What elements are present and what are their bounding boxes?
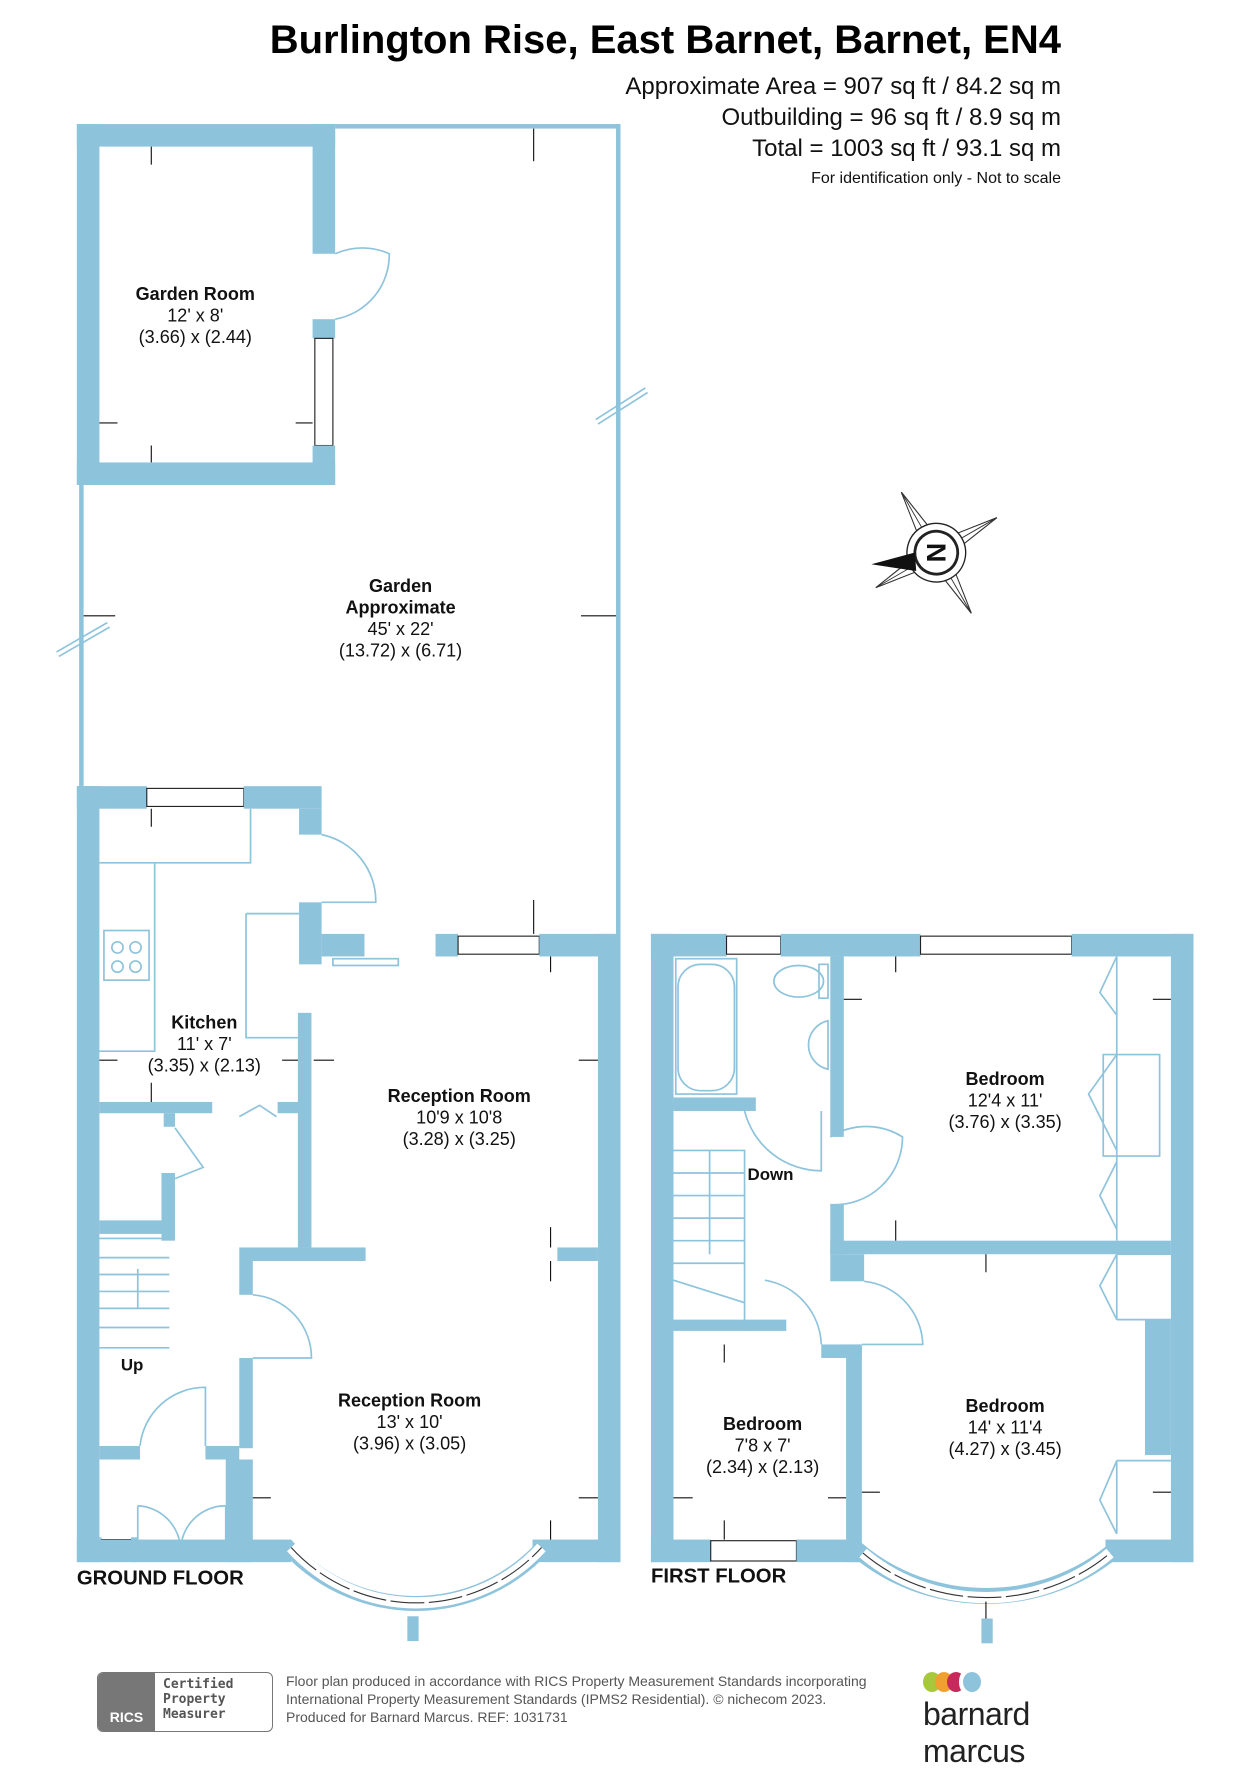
rics-certified-badge: RICS Certified Property Measurer (97, 1672, 273, 1732)
brand-dots (923, 1672, 1030, 1692)
barnard-marcus-logo: barnard marcus (923, 1672, 1030, 1770)
bedroom-1-name: Bedroom (966, 1069, 1045, 1089)
first-floor-label: FIRST FLOOR (651, 1565, 787, 1587)
legal-line: International Property Measurement Stand… (286, 1691, 827, 1707)
stairs-down-label: Down (748, 1165, 794, 1184)
garden-room-name: Garden Room (136, 284, 255, 304)
ground-floor-fixtures (56, 247, 649, 1551)
reception-room-1-name: Reception Room (388, 1086, 531, 1106)
page-title: Burlington Rise, East Barnet, Barnet, EN… (269, 18, 1061, 62)
legal-line: Floor plan produced in accordance with R… (286, 1673, 867, 1689)
outbuilding-area: Outbuilding = 96 sq ft / 8.9 sq m (721, 104, 1061, 131)
north-compass-icon: N (871, 491, 998, 614)
rics-logo: RICS (98, 1673, 155, 1731)
approximate-area: Approximate Area = 907 sq ft / 84.2 sq m (625, 73, 1061, 100)
brand-name: barnard marcus (923, 1696, 1030, 1769)
svg-text:N: N (921, 543, 951, 563)
rics-line: Certified (163, 1677, 234, 1692)
rics-line: Property (163, 1692, 226, 1707)
first-floor-fixtures (673, 956, 1171, 1535)
bedroom-3-name: Bedroom (966, 1396, 1045, 1416)
kitchen-name: Kitchen (171, 1013, 237, 1033)
total-area: Total = 1003 sq ft / 93.1 sq m (752, 135, 1061, 162)
disclaimer: For identification only - Not to scale (811, 170, 1061, 187)
rics-line: Measurer (163, 1707, 226, 1722)
garden-name: Garden (369, 576, 432, 596)
first-floor-dimension-arrows (673, 956, 1171, 1619)
stairs-up-label: Up (121, 1355, 144, 1374)
ground-floor-walls (76, 124, 621, 1642)
first-floor-walls (650, 933, 1194, 1644)
bedroom-2-name: Bedroom (723, 1414, 802, 1434)
ground-floor-label: GROUND FLOOR (77, 1568, 244, 1590)
legal-line: Produced for Barnard Marcus. REF: 103173… (286, 1709, 568, 1725)
legal-text: Floor plan produced in accordance with R… (286, 1672, 936, 1726)
reception-room-2-name: Reception Room (338, 1390, 481, 1410)
header: Burlington Rise, East Barnet, Barnet, EN… (270, 18, 1061, 188)
dimension-arrows (83, 128, 616, 1540)
